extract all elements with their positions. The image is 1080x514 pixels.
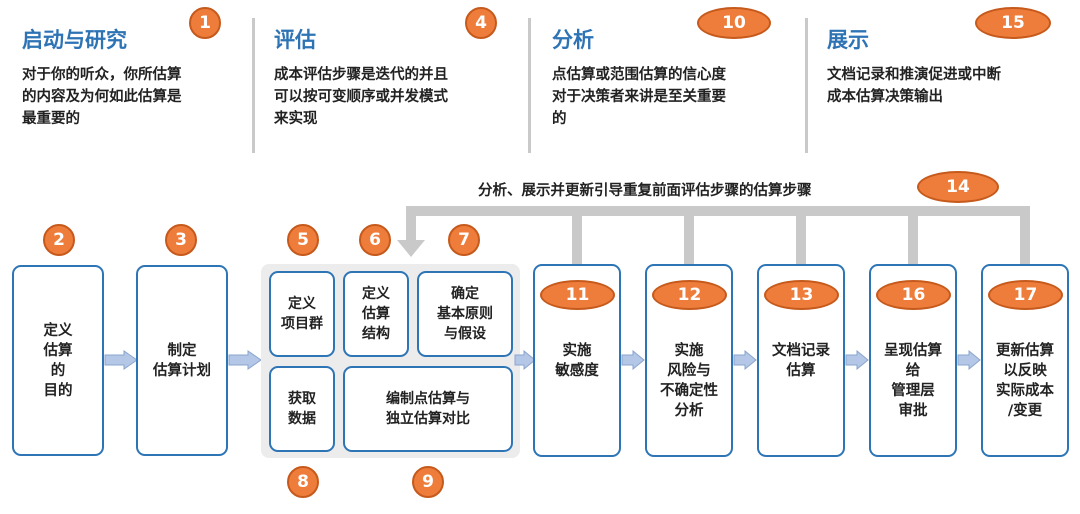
phase-divider: [805, 18, 808, 153]
step-badge-4: 4: [465, 7, 497, 39]
phase-divider: [528, 18, 531, 153]
flow-arrow: [104, 350, 138, 370]
flow-arrow: [228, 350, 262, 370]
phase-desc-presentation: 文档记录和推演促进或中断 成本估算决策输出: [827, 67, 1001, 105]
phase-desc-assessment: 成本评估步骤是迭代的并且 可以按可变顺序或并发模式 来实现: [274, 67, 448, 127]
flow-arrow: [514, 350, 536, 370]
phase-desc-initiation: 对于你的听众，你所估算 的内容及为何如此估算是 最重要的: [22, 67, 182, 127]
flow-arrow: [621, 350, 645, 370]
loop-return-arrowhead: [397, 240, 425, 257]
step-badge-7: 7: [448, 224, 480, 256]
step-badge-16: 16: [876, 280, 951, 310]
step-badge-8: 8: [287, 466, 319, 498]
step-badge-14: 14: [917, 171, 999, 203]
step-box-8: 获取 数据: [269, 366, 335, 452]
phase-title-presentation: 展示: [827, 28, 869, 52]
loop-riser-13: [796, 214, 806, 264]
step-label-3: 制定 估算计划: [153, 342, 211, 379]
loop-riser-17: [1020, 206, 1030, 264]
step-label-17: 更新估算 以反映 实际成本 /变更: [996, 342, 1054, 419]
step-label-5: 定义 项目群: [281, 296, 323, 332]
step-box-5: 定义 项目群: [269, 271, 335, 357]
phase-title-initiation: 启动与研究: [22, 28, 127, 52]
step-badge-2: 2: [43, 224, 75, 256]
flow-arrow: [845, 350, 869, 370]
step-label-7: 确定 基本原则 与假设: [437, 286, 493, 342]
step-label-16: 呈现估算 给 管理层 审批: [884, 342, 942, 419]
step-badge-1: 1: [189, 7, 221, 39]
step-badge-15: 15: [975, 7, 1051, 39]
phase-divider: [252, 18, 255, 153]
step-box-7: 确定 基本原则 与假设: [417, 271, 513, 357]
step-badge-5: 5: [287, 224, 319, 256]
step-label-11: 实施 敏感度: [555, 342, 599, 379]
step-badge-17: 17: [988, 280, 1063, 310]
loop-riser-16: [908, 214, 918, 264]
step-badge-11: 11: [540, 280, 615, 310]
step-badge-13: 13: [764, 280, 839, 310]
step-label-9: 编制点估算与 独立估算对比: [386, 391, 470, 427]
loop-return-stem: [406, 206, 416, 242]
step-box-2: 定义 估算 的 目的: [12, 265, 104, 456]
flow-arrow: [957, 350, 981, 370]
step-box-6: 定义 估算 结构: [343, 271, 409, 357]
phase-title-assessment: 评估: [274, 28, 316, 52]
loop-riser-11: [572, 214, 582, 264]
step-label-12: 实施 风险与 不确定性 分析: [660, 342, 718, 419]
step-label-13: 文档记录 估算: [772, 342, 830, 379]
loop-riser-12: [684, 214, 694, 264]
step-box-3: 制定 估算计划: [136, 265, 228, 456]
step-label-6: 定义 估算 结构: [362, 286, 390, 342]
step-badge-6: 6: [359, 224, 391, 256]
step-box-9: 编制点估算与 独立估算对比: [343, 366, 513, 452]
step-label-2: 定义 估算 的 目的: [43, 322, 73, 399]
loop-top-bar: [406, 206, 1030, 216]
step-badge-12: 12: [652, 280, 727, 310]
phase-title-analysis: 分析: [552, 28, 594, 52]
flow-arrow: [733, 350, 757, 370]
phase-desc-analysis: 点估算或范围估算的信心度 对于决策者来讲是至关重要 的: [552, 67, 726, 127]
step-badge-9: 9: [412, 466, 444, 498]
step-label-8: 获取 数据: [288, 391, 316, 427]
loop-label: 分析、展示并更新引导重复前面评估步骤的估算步骤: [478, 183, 812, 199]
step-badge-10: 10: [697, 7, 771, 39]
step-badge-3: 3: [165, 224, 197, 256]
